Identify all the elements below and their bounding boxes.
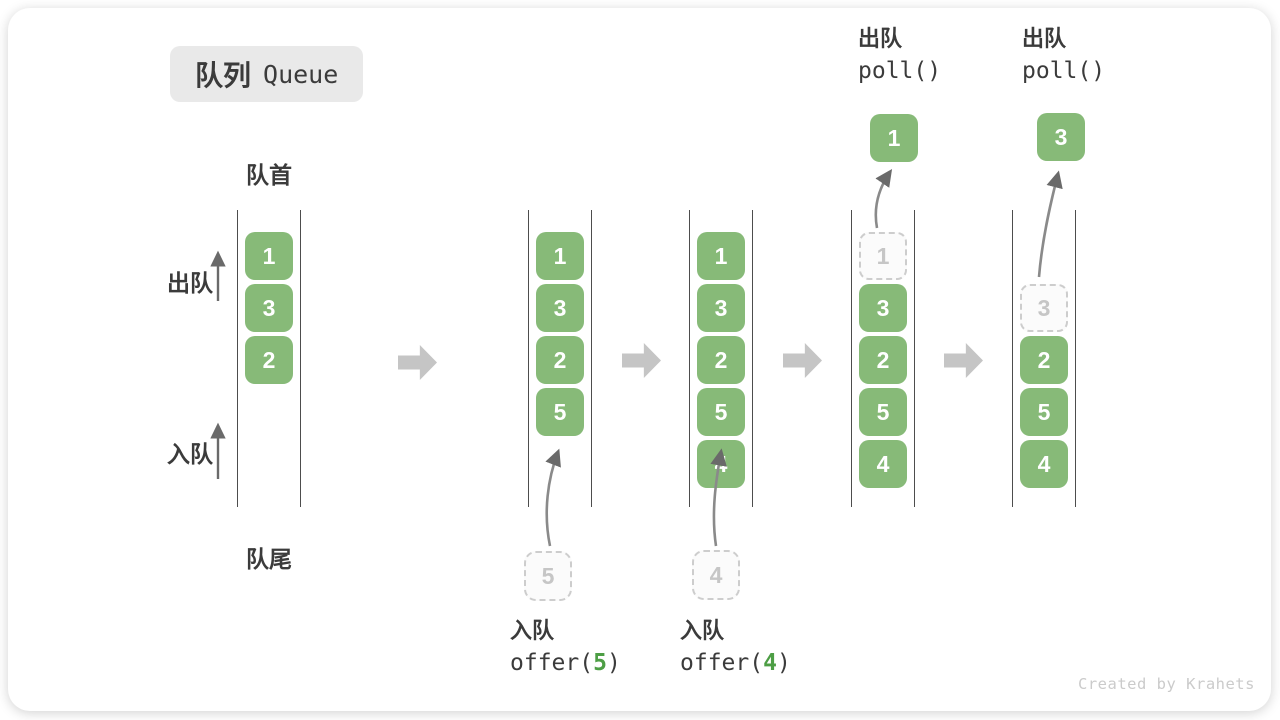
queue-slot: 3: [245, 284, 293, 332]
operation-code: offer(5): [510, 646, 621, 680]
queue-slot-ghost: 1: [859, 232, 907, 280]
dequeue-operation-label: 出队 poll(): [1022, 24, 1105, 88]
queue-slot: 3: [536, 284, 584, 332]
label-dequeue-side: 出队: [167, 270, 213, 296]
queue-slot: 5: [697, 388, 745, 436]
title-en: Queue: [263, 59, 339, 89]
queue-slot: 3: [859, 284, 907, 332]
label-queue-tail: 队尾: [246, 546, 292, 572]
title-zh: 队列: [195, 60, 252, 91]
queue-slot-ghost: 3: [1020, 284, 1068, 332]
queue-slot: 1: [245, 232, 293, 280]
operation-label-zh: 出队: [858, 26, 903, 51]
code-text: poll(): [1022, 58, 1106, 84]
queue-slot: 4: [697, 440, 745, 488]
operation-code: poll(): [858, 54, 941, 88]
queue-slot: 2: [245, 336, 293, 384]
queue-slot: 3: [697, 284, 745, 332]
title-box: 队列 Queue: [170, 46, 364, 102]
watermark: Created by Krahets: [1078, 675, 1255, 693]
queue-slot: 4: [1020, 440, 1068, 488]
operation-code: offer(4): [680, 646, 791, 680]
incoming-element-box: 5: [524, 551, 572, 601]
polled-element-box: 1: [870, 114, 918, 162]
operation-label-zh: 出队: [1022, 26, 1067, 51]
polled-element-box: 3: [1037, 113, 1085, 161]
code-text: poll(): [858, 58, 942, 84]
code-argument: 4: [763, 650, 777, 676]
label-enqueue-side: 入队: [167, 441, 213, 467]
operation-code: poll(): [1022, 54, 1105, 88]
queue-slot: 5: [536, 388, 584, 436]
incoming-element-box: 4: [692, 550, 740, 600]
queue-slot: 2: [1020, 336, 1068, 384]
code-argument: 5: [593, 650, 607, 676]
queue-slot: 2: [536, 336, 584, 384]
queue-slot: 2: [859, 336, 907, 384]
queue-slot: 5: [859, 388, 907, 436]
queue-slot: 4: [859, 440, 907, 488]
code-text: offer(: [680, 650, 764, 676]
enqueue-operation-label: 入队 offer(4): [680, 616, 791, 680]
queue-slot: 1: [697, 232, 745, 280]
operation-label-zh: 入队: [510, 618, 555, 643]
code-text: ): [606, 650, 621, 676]
queue-slot: 2: [697, 336, 745, 384]
operation-label-zh: 入队: [680, 618, 725, 643]
queue-slot: 5: [1020, 388, 1068, 436]
queue-slot: 1: [536, 232, 584, 280]
code-text: offer(: [510, 650, 594, 676]
dequeue-operation-label: 出队 poll(): [858, 24, 941, 88]
enqueue-operation-label: 入队 offer(5): [510, 616, 621, 680]
code-text: ): [776, 650, 791, 676]
label-queue-head: 队首: [246, 162, 292, 188]
